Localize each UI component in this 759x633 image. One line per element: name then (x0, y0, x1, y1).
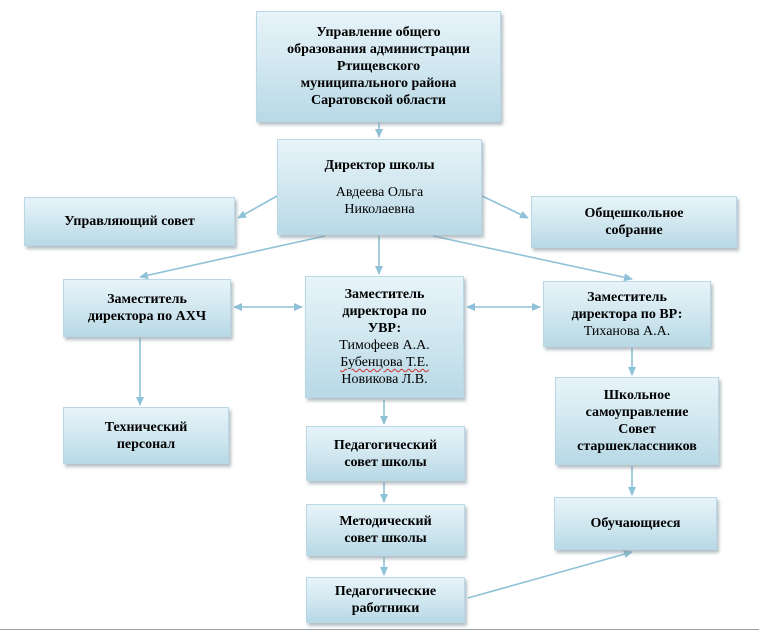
arrow-director-to-deputy-ahch (139, 235, 326, 280)
node-line: старшеклассников (577, 439, 697, 454)
node-title-line: Заместитель (587, 289, 667, 305)
node-students: Обучающиеся (554, 497, 717, 550)
node-pedagogical-workers: Педагогические работники (306, 577, 465, 623)
node-title-line: директора по ВР: (571, 306, 683, 322)
arrow-director-to-council (237, 195, 278, 219)
node-line: Педагогический (333, 437, 438, 453)
node-line: работники (351, 601, 420, 616)
node-line: совет школы (344, 454, 427, 470)
node-line: Совет (618, 422, 656, 437)
node-line: Школьное (603, 388, 671, 403)
node-line: муниципального района (300, 76, 457, 91)
node-line: самоуправление (585, 405, 689, 420)
node-deputy-ahch: Заместитель директора по АХЧ (63, 279, 231, 337)
node-line: Саратовской области (311, 93, 446, 108)
node-general-meeting: Общешкольное собрание (531, 196, 737, 248)
node-school-director: Директор школы Авдеева Ольга Николаевна (277, 139, 482, 235)
arrow-director-to-meeting (481, 195, 529, 219)
node-title-line: Заместитель (344, 287, 425, 302)
node-line: директора по АХЧ (87, 309, 207, 324)
node-line: персонал (116, 436, 176, 452)
person-name: Бубенцова Т.Е. (340, 355, 429, 370)
node-line: Заместитель (107, 292, 187, 307)
node-line: совет школы (344, 531, 427, 546)
person-name: Тиханова А.А. (583, 323, 671, 339)
node-pedagogical-council: Педагогический совет школы (306, 426, 465, 481)
node-line: Управление общего (316, 25, 441, 40)
node-line: Методический (339, 514, 432, 529)
node-line: Обучающиеся (590, 516, 681, 531)
node-line: Ртищевского (336, 59, 421, 74)
director-name-line: Николаевна (344, 201, 415, 217)
page-bottom-rule (0, 629, 759, 630)
arrow-workers-to-students (467, 550, 633, 599)
node-education-department: Управление общего образования администра… (256, 11, 501, 122)
node-line: образования администрации (287, 42, 470, 57)
node-line: собрание (605, 223, 663, 238)
node-deputy-uvr: Заместитель директора по УВР: Тимофеев А… (305, 276, 464, 398)
person-name: Тимофеев А.А. (339, 338, 430, 353)
node-technical-staff: Технический персонал (63, 407, 229, 464)
node-line: Управляющий совет (64, 214, 195, 229)
arrow-director-to-deputy-vr (432, 235, 633, 282)
node-methodical-council: Методический совет школы (306, 504, 465, 556)
person-name: Новикова Л.В. (341, 372, 428, 387)
node-line: Педагогические (334, 584, 437, 599)
node-line: Общешкольное (584, 206, 684, 221)
node-title-line: директора по (342, 304, 427, 319)
node-title-line: УВР: (367, 321, 402, 336)
director-title: Директор школы (324, 157, 435, 173)
node-deputy-vr: Заместитель директора по ВР: Тиханова А.… (543, 281, 711, 347)
node-student-self-government: Школьное самоуправление Совет старшеклас… (555, 377, 719, 465)
node-governing-council: Управляющий совет (24, 197, 235, 246)
node-line: Технический (104, 419, 188, 435)
director-name-line: Авдеева Ольга (335, 184, 424, 200)
